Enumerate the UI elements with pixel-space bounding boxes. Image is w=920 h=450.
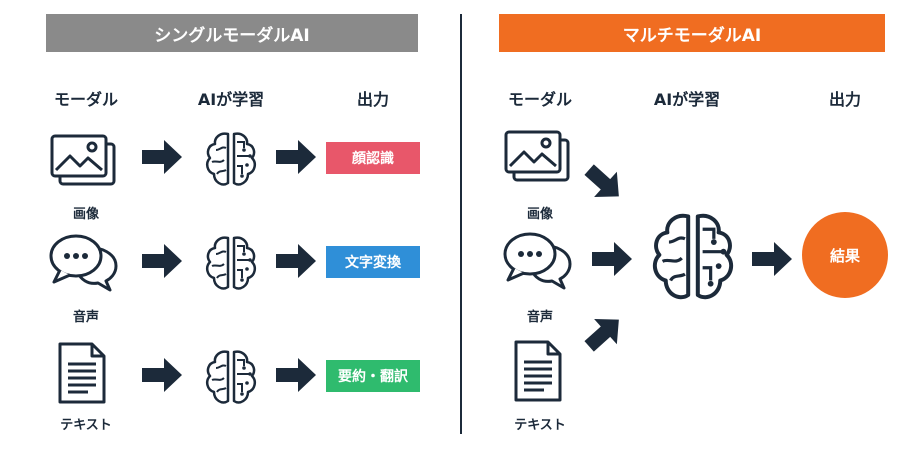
section-divider	[460, 14, 462, 434]
single-row-label-voice: 音声	[72, 310, 99, 325]
multi-modal-banner-title: マルチモーダルAI	[622, 25, 762, 46]
chat-bubble-icon	[49, 234, 118, 292]
output-badge-label: 文字変換	[345, 255, 401, 271]
arrow-icon	[276, 358, 316, 392]
single-head-modal: モーダル	[53, 90, 118, 109]
result-label: 結果	[829, 246, 860, 265]
arrow-icon	[142, 244, 182, 278]
multi-head-modal: モーダル	[507, 90, 572, 109]
result-circle: 結果	[802, 212, 888, 298]
arrow-icon	[142, 140, 182, 174]
single-modal-banner-title: シングルモーダルAI	[154, 25, 310, 46]
arrow-icon	[592, 242, 632, 276]
output-badge-label: 要約・翻訳	[338, 369, 408, 385]
arrow-icon	[577, 156, 631, 210]
output-badge-label: 顔認識	[352, 151, 394, 167]
output-badge-face-recognition: 顔認識	[326, 142, 420, 174]
image-icon	[504, 130, 570, 182]
arrow-icon	[276, 244, 316, 278]
output-badge-summary-translation: 要約・翻訳	[326, 360, 420, 392]
multi-modal-banner: マルチモーダルAI	[499, 14, 885, 52]
image-icon	[50, 134, 116, 186]
single-head-ai: AIが学習	[197, 90, 265, 109]
multi-head-output: 出力	[828, 90, 861, 109]
arrow-icon	[142, 358, 182, 392]
multi-input-label-text: テキスト	[514, 418, 566, 433]
arrow-icon	[752, 242, 792, 276]
multi-head-ai: AIが学習	[653, 90, 721, 109]
single-row-label-image: 画像	[72, 207, 99, 222]
chat-bubble-icon	[503, 232, 572, 290]
output-badge-speech-to-text: 文字変換	[326, 246, 420, 278]
multi-input-label-voice: 音声	[526, 310, 553, 325]
single-row-label-text: テキスト	[60, 418, 112, 433]
brain-icon	[205, 236, 257, 290]
brain-icon	[205, 132, 257, 186]
multi-input-label-image: 画像	[526, 207, 553, 222]
arrow-icon	[577, 306, 631, 360]
brain-icon	[205, 350, 257, 404]
document-icon	[514, 340, 562, 402]
arrow-icon	[276, 140, 316, 174]
single-head-output: 出力	[356, 90, 389, 109]
single-modal-banner: シングルモーダルAI	[46, 14, 418, 52]
document-icon	[58, 342, 106, 404]
brain-icon	[648, 210, 738, 303]
